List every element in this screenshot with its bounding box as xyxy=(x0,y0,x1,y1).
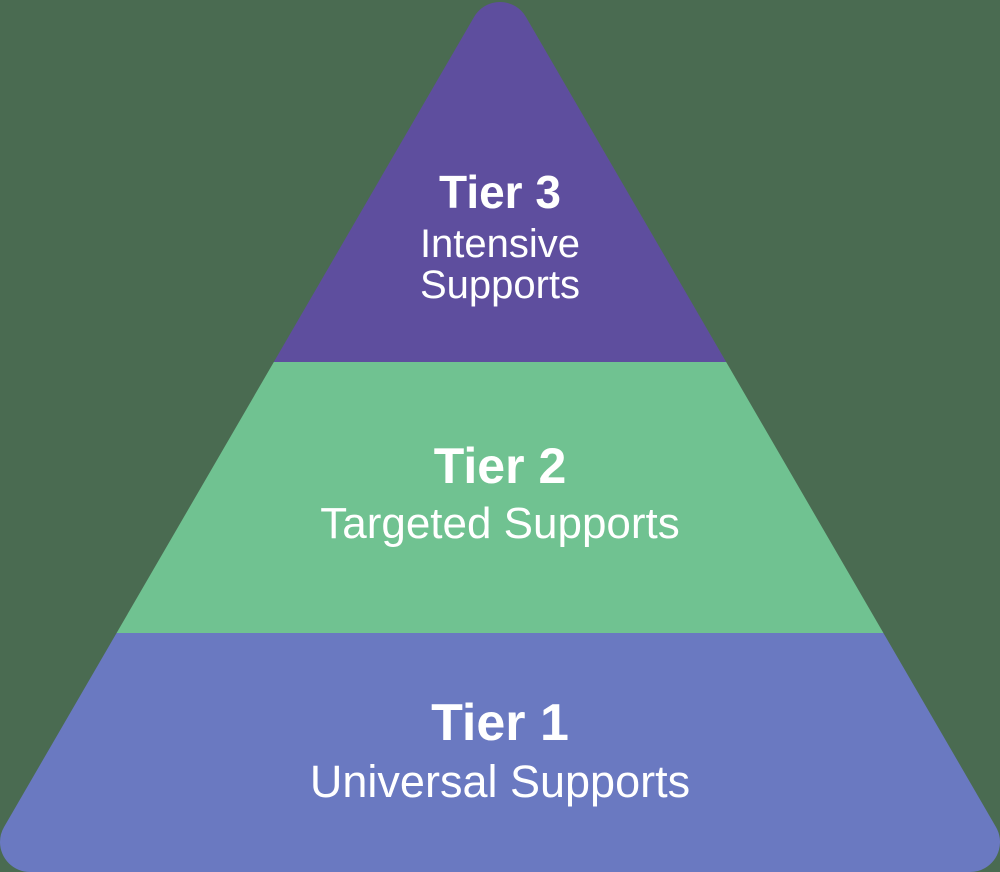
tier2-band xyxy=(0,362,1000,633)
tier3-band xyxy=(0,0,1000,362)
tier1-band xyxy=(0,633,1000,872)
